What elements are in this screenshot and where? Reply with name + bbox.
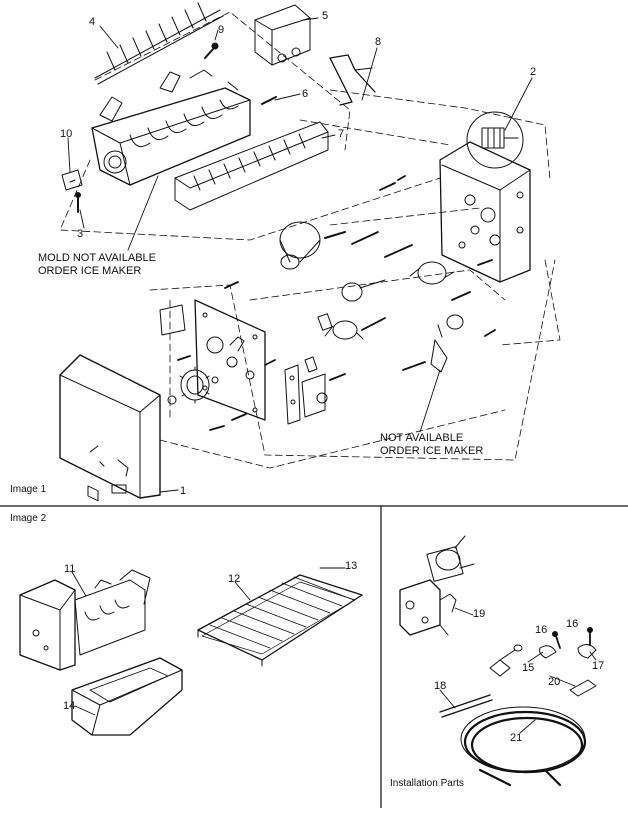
callout-6: 6 <box>302 88 309 100</box>
note-not-available-line2: ORDER ICE MAKER <box>380 445 484 457</box>
note-not-available-line1: NOT AVAILABLE <box>380 432 464 444</box>
callout-4: 4 <box>89 16 96 28</box>
motor <box>279 221 346 270</box>
switch-bracket <box>284 356 328 425</box>
part-2-connector <box>466 111 524 169</box>
part-20-clip <box>569 679 597 697</box>
small-plate <box>159 304 186 336</box>
callout-19: 19 <box>473 608 486 620</box>
part-18-tube <box>439 694 493 718</box>
part-12-wire-shelf <box>197 574 363 667</box>
part-16-screw-b <box>587 627 593 646</box>
part-14-ice-bin <box>71 657 183 736</box>
ice-mold <box>91 69 251 186</box>
part-6-screw <box>261 96 277 105</box>
note-mold-line2: ORDER ICE MAKER <box>38 265 142 277</box>
drive-gear <box>167 366 210 405</box>
callout-15: 15 <box>522 662 535 674</box>
callout-17: 17 <box>592 660 605 672</box>
part-10-clip <box>61 169 83 191</box>
callout-8: 8 <box>375 36 382 48</box>
callout-13: 13 <box>345 560 358 572</box>
part-3-screw <box>75 192 81 213</box>
section-label-image2: Image 2 <box>10 513 47 524</box>
leader-lines <box>67 17 597 734</box>
part-4-shaft <box>94 2 224 85</box>
part-5-bracket <box>254 4 311 66</box>
part-1-front-cover <box>59 354 161 502</box>
inlet-fitting <box>489 644 523 677</box>
part-11-ice-maker-assembly <box>19 569 151 671</box>
callout-5: 5 <box>322 10 329 22</box>
part-9-screw <box>204 42 219 59</box>
callout-18: 18 <box>434 680 447 692</box>
part-15-clamp <box>539 645 557 659</box>
section-label-image1: Image 1 <box>10 484 47 495</box>
section-label-installation: Installation Parts <box>390 778 464 789</box>
control-housing <box>439 141 531 283</box>
callout-21: 21 <box>510 732 523 744</box>
callout-3: 3 <box>77 228 84 240</box>
drive-parts <box>317 261 464 373</box>
callout-12: 12 <box>228 573 241 585</box>
panel-borders <box>0 505 628 809</box>
mounting-plate <box>194 299 266 421</box>
part-16-screw-a <box>552 631 561 649</box>
callout-9: 9 <box>218 24 225 36</box>
callout-16b: 16 <box>566 618 579 630</box>
callout-1: 1 <box>180 485 187 497</box>
callout-10: 10 <box>60 128 73 140</box>
part-7-stripper <box>174 121 329 211</box>
callout-14: 14 <box>63 700 76 712</box>
callout-11: 11 <box>64 563 76 575</box>
callout-2: 2 <box>530 66 537 78</box>
note-mold-line1: MOLD NOT AVAILABLE <box>38 252 156 264</box>
callout-7: 7 <box>338 128 345 140</box>
screw-set <box>177 175 496 431</box>
assembly-dashed-lines <box>59 11 561 469</box>
callout-20: 20 <box>548 676 561 688</box>
part-8-wire <box>329 54 376 106</box>
part-19-water-valve <box>399 535 475 636</box>
part-21-water-line-coil <box>460 706 587 787</box>
callout-16a: 16 <box>535 624 548 636</box>
